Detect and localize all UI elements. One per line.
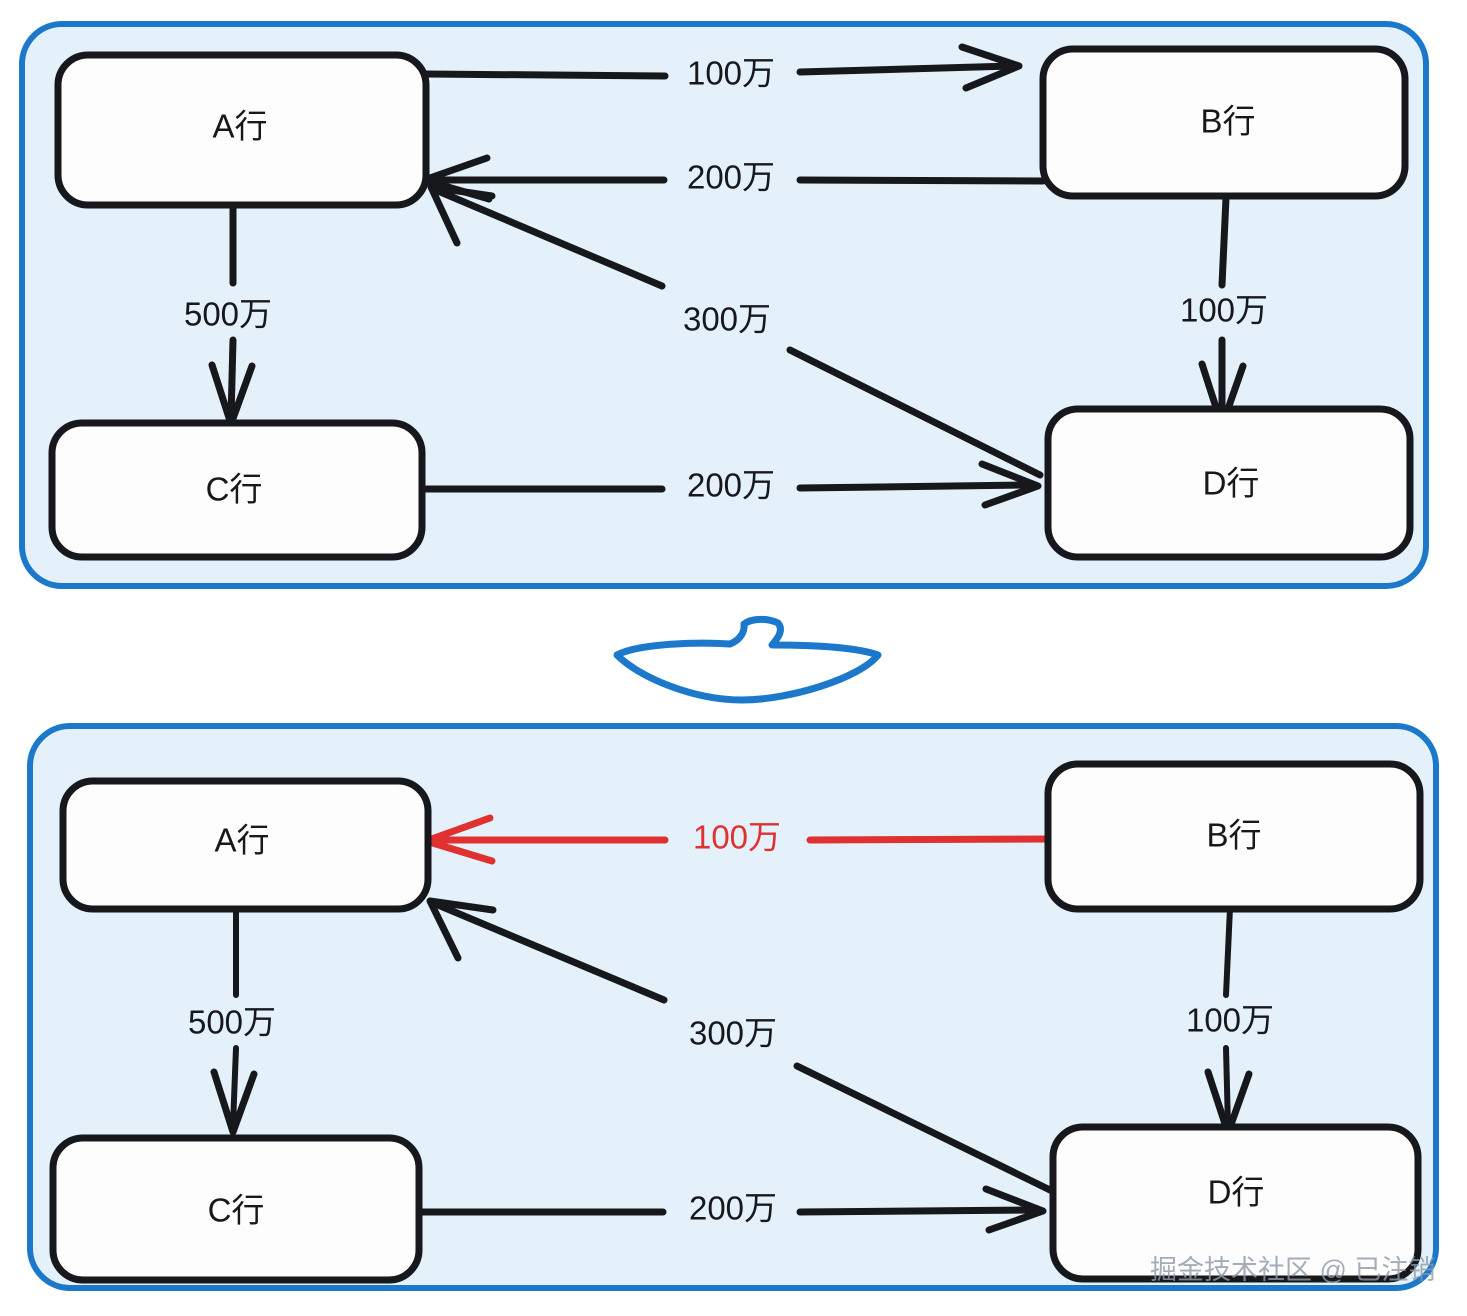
node-a-after-box[interactable]: [59, 777, 432, 913]
node-b-before-box[interactable]: [1039, 45, 1409, 200]
node-b-after[interactable]: B行: [1044, 760, 1424, 913]
panel-before: 100万 200万 500万: [19, 21, 1429, 589]
node-d-before[interactable]: D行: [1044, 405, 1414, 561]
edge-a-to-b: [422, 43, 1023, 92]
edge-a-to-c-after: [210, 908, 258, 1136]
edge-label-b-to-d-after: 100万: [1186, 1002, 1274, 1039]
node-c-before-box[interactable]: [48, 419, 426, 561]
edge-label-a-to-c-after: 500万: [188, 1004, 276, 1041]
edge-label-c-to-d: 200万: [687, 467, 775, 504]
edge-label-d-to-a: 300万: [683, 301, 771, 338]
node-d-after-label: D行: [1208, 1174, 1265, 1211]
panel-before-border: [19, 21, 1429, 589]
edge-label-b-to-a: 200万: [687, 159, 775, 196]
edge-d-to-a: [427, 183, 1044, 479]
node-c-after-label: C行: [208, 1192, 265, 1229]
node-d-after-box[interactable]: [1049, 1123, 1422, 1283]
panel-after: 100万 500万 100万: [27, 723, 1439, 1291]
edge-label-b-to-d: 100万: [1180, 292, 1268, 329]
node-a-after[interactable]: A行: [59, 777, 432, 913]
edge-c-to-d-after: [416, 1185, 1047, 1234]
edge-label-a-to-b: 100万: [687, 55, 775, 92]
node-a-before-box[interactable]: [54, 51, 430, 209]
node-c-before-label: C行: [206, 471, 263, 508]
node-a-after-label: A行: [214, 822, 269, 859]
node-b-before[interactable]: B行: [1039, 45, 1409, 200]
node-c-after-box[interactable]: [49, 1134, 423, 1284]
panel-after-border: [27, 723, 1439, 1291]
node-b-after-label: B行: [1206, 817, 1261, 854]
node-d-before-box[interactable]: [1044, 405, 1414, 561]
node-c-before[interactable]: C行: [48, 419, 426, 561]
node-a-before[interactable]: A行: [54, 51, 430, 209]
node-c-after[interactable]: C行: [49, 1134, 423, 1284]
node-b-before-label: B行: [1200, 103, 1255, 140]
edge-d-to-a-after: [426, 897, 1054, 1194]
node-d-before-label: D行: [1203, 465, 1260, 502]
edge-label-a-to-c: 500万: [184, 296, 272, 333]
edge-c-to-d: [418, 460, 1042, 509]
edge-label-d-to-a-after: 300万: [689, 1015, 777, 1052]
edge-label-c-to-d-after: 200万: [689, 1190, 777, 1227]
edge-label-b-to-a-highlight: 100万: [693, 819, 781, 856]
transition-down-arrow-icon: [613, 615, 882, 704]
node-b-after-box[interactable]: [1044, 760, 1424, 913]
node-d-after[interactable]: D行: [1049, 1123, 1422, 1283]
panel-after-edges: 100万 500万 100万: [188, 814, 1274, 1234]
watermark-text: 掘金技术社区 @ 已注销: [1150, 1255, 1435, 1285]
node-a-before-label: A行: [212, 108, 267, 145]
